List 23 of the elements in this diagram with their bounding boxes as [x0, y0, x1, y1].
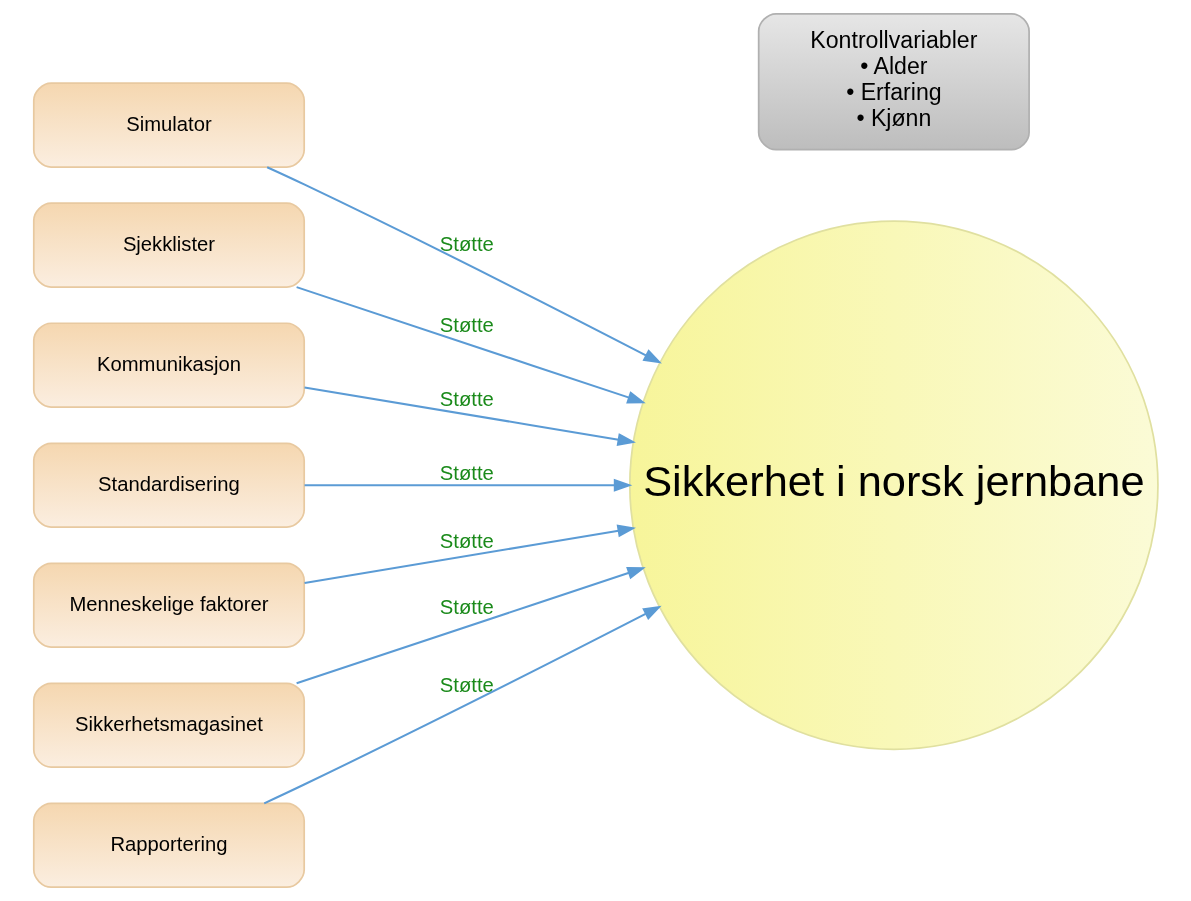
arrow: [295, 286, 646, 404]
arrow: [303, 524, 636, 584]
edge-label: Støtte: [439, 233, 494, 256]
edge-label: Støtte: [439, 387, 494, 410]
edge-label: Støtte: [439, 461, 494, 484]
edge-label: Støtte: [439, 314, 494, 337]
node-box: Menneskelige faktorer: [32, 562, 305, 649]
node-box: Simulator: [32, 82, 305, 168]
node-box: Sjekklister: [32, 202, 305, 288]
node-circle: Sikkerhet i norsk jernbane: [628, 220, 1159, 751]
node-box: Sikkerhetsmagasinet: [32, 682, 305, 769]
node-box: Kommunikasjon: [32, 322, 305, 408]
arrow: [263, 605, 662, 805]
node-box: Rapportering: [32, 802, 305, 889]
edge-label: Støtte: [439, 596, 494, 619]
arrow: [295, 566, 646, 685]
arrow: [266, 166, 662, 364]
node-box: Kontrollvariabler • Alder • Erfaring • Kjønn: [757, 12, 1030, 151]
edge-label: Støtte: [439, 529, 494, 552]
node-box: Standardisering: [32, 442, 305, 528]
edge-label: Støtte: [439, 674, 494, 697]
arrow: [303, 386, 636, 446]
arrow: [304, 478, 632, 492]
